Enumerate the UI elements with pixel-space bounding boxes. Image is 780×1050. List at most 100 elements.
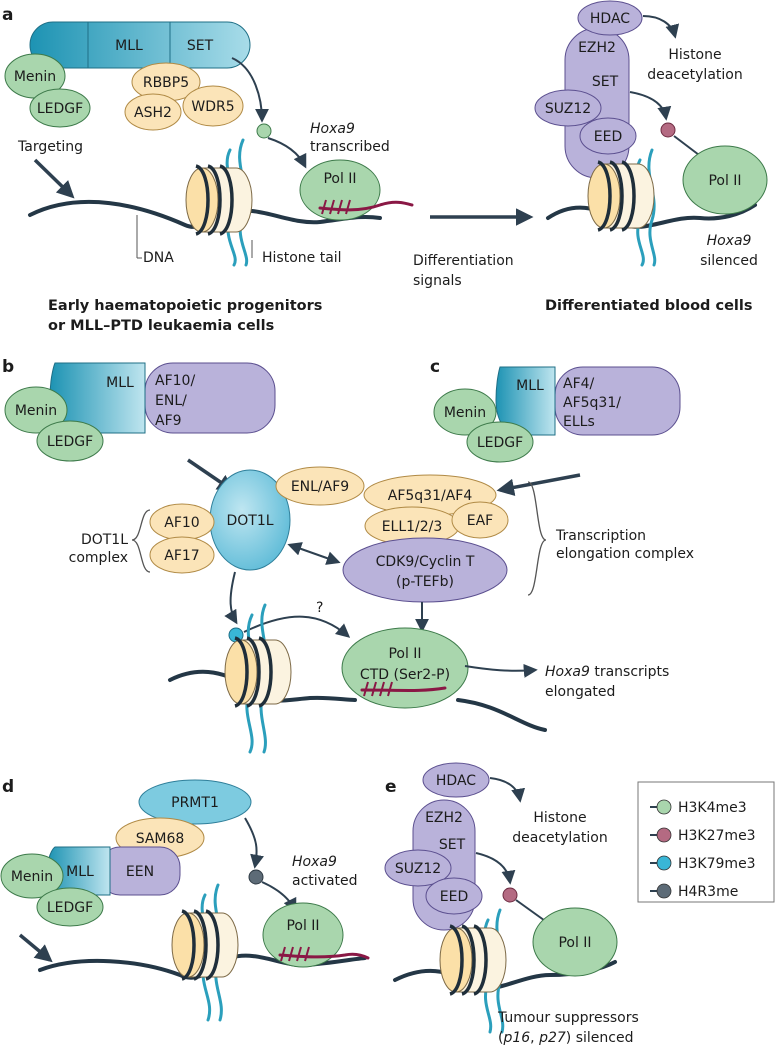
- hoxa9-label-right: Hoxa9: [707, 233, 752, 249]
- set-to-mark-arrow-e: [475, 852, 516, 885]
- tec-label-2: elongation complex: [556, 546, 694, 562]
- prmt1-protein: [138, 779, 252, 825]
- hdac-label-e: HDAC: [436, 773, 476, 789]
- pol2-label-bc: Pol II: [388, 646, 421, 662]
- eed-protein-e: [425, 877, 483, 915]
- dot1l-to-mark-arrow: [224, 571, 238, 625]
- arrow-c: [496, 473, 581, 497]
- af17-label: AF17: [164, 548, 199, 564]
- ledgf-protein-d: [36, 887, 104, 927]
- ptefb-label: (p-TEFb): [396, 574, 454, 590]
- paren-open: (: [498, 1030, 503, 1046]
- histone-tail-right-2: [647, 148, 657, 267]
- ledgf-protein-c: [466, 421, 534, 463]
- ledgf-protein-b: [36, 420, 104, 462]
- activated-label: activated: [292, 873, 358, 889]
- dot1l-brace: [131, 509, 151, 573]
- legend-swatch: [656, 855, 672, 871]
- tumour-label: Tumour suppressors: [497, 1010, 639, 1026]
- suz12-protein-e: [384, 849, 452, 887]
- wdr5-label: WDR5: [191, 99, 234, 115]
- silenced-label-e: (p16, p27) silenced: [498, 1030, 633, 1046]
- mll-bar: [29, 21, 251, 69]
- rbbp5-label: RBBP5: [143, 75, 189, 91]
- enl-af9-protein: [275, 466, 365, 506]
- set-label-e: SET: [439, 837, 466, 853]
- ell-label: ELL1/2/3: [382, 519, 443, 535]
- menin-label-c: Menin: [444, 405, 486, 421]
- elongated-label: elongated: [545, 684, 615, 700]
- panel-e-letter: e: [385, 777, 397, 797]
- arrow-d: [18, 933, 53, 963]
- h3k4me3-mark: [256, 123, 272, 139]
- eed-protein: [579, 117, 637, 155]
- ledgf-protein: [29, 88, 91, 128]
- ledgf-label-b: LEDGF: [47, 434, 93, 450]
- menin-protein-b: [4, 386, 68, 434]
- pol2-label-d: Pol II: [286, 918, 319, 934]
- hdac-arrow: [642, 15, 680, 39]
- ptefb-protein: [342, 537, 508, 603]
- fusion-c-1: AF4/: [563, 376, 595, 392]
- caption-left-line2: or MLL–PTD leukaemia cells: [48, 318, 274, 334]
- legend-label: H3K79me3: [678, 856, 756, 872]
- fusion-c-3: ELLs: [563, 414, 595, 430]
- menin-label: Menin: [14, 69, 56, 85]
- silenced-word-e: ) silenced: [566, 1030, 634, 1046]
- hoxa9-label: Hoxa9: [310, 121, 355, 137]
- panel-b-letter: b: [2, 357, 14, 377]
- mll-label-c: MLL: [516, 378, 544, 394]
- dot1l-label: DOT1L: [226, 513, 273, 529]
- rna-base-pairs-d: [280, 946, 310, 962]
- transcribed-label: transcribed: [310, 139, 390, 155]
- fusion-c-2: AF5q31/: [563, 395, 621, 411]
- pol2-protein-right: [682, 145, 768, 215]
- h3k27me3-mark-e: [502, 887, 518, 903]
- deacetylation-label: deacetylation: [647, 67, 742, 83]
- silenced-label: silenced: [700, 253, 758, 269]
- pol2-label-e: Pol II: [558, 935, 591, 951]
- een-label: EEN: [126, 864, 154, 880]
- nucleosome: [184, 164, 254, 236]
- menin-label-b: Menin: [15, 403, 57, 419]
- legend-swatch: [656, 827, 672, 843]
- panel-a-letter: a: [2, 5, 13, 25]
- fusion-b-2: ENL/: [155, 393, 187, 409]
- mll-label-b: MLL: [106, 375, 134, 391]
- ash2-protein: [124, 93, 182, 131]
- wdr5-protein: [182, 85, 244, 127]
- eaf-protein: [451, 501, 509, 539]
- comma: ,: [530, 1030, 539, 1046]
- transcripts-label: Hoxa9 transcripts: [545, 664, 669, 680]
- legend-swatch: [656, 883, 672, 899]
- targeting-label: Targeting: [17, 139, 83, 155]
- legend-label: H4R3me: [678, 884, 738, 900]
- h4r3me-mark: [248, 869, 264, 885]
- inhibition-line-e: [515, 899, 555, 931]
- dot1l-complex-label-2: complex: [69, 550, 128, 566]
- legend-swatch: [656, 799, 672, 815]
- rna-strand-d: [278, 952, 370, 960]
- hdac-protein-e: [422, 762, 490, 798]
- eaf-label: EAF: [467, 513, 493, 529]
- caption-left-line1: Early haematopoietic progenitors: [48, 298, 322, 314]
- mark-to-pol2-arrow: [267, 137, 307, 169]
- pol2-protein-e: [532, 907, 618, 977]
- enl-af9-label: ENL/AF9: [291, 479, 349, 495]
- panel-d-letter: d: [2, 777, 14, 797]
- pol2-protein: [299, 159, 381, 221]
- dot1l-ptefb-arrow: [287, 542, 341, 565]
- rna-base-pairs: [321, 199, 351, 215]
- panel-c-letter: c: [430, 357, 440, 377]
- af17-protein: [149, 536, 215, 574]
- dna-strand-right: [546, 203, 757, 229]
- rna-base-pairs-bc: [363, 681, 393, 697]
- eed-label-e: EED: [440, 889, 468, 905]
- suz12-label: SUZ12: [545, 101, 591, 117]
- deacetylation-label-e: deacetylation: [512, 830, 607, 846]
- menin-label-d: Menin: [11, 869, 53, 885]
- ezh2-label: EZH2: [578, 40, 616, 56]
- histone-label-e: Histone: [533, 810, 586, 826]
- ledgf-label: LEDGF: [37, 101, 83, 117]
